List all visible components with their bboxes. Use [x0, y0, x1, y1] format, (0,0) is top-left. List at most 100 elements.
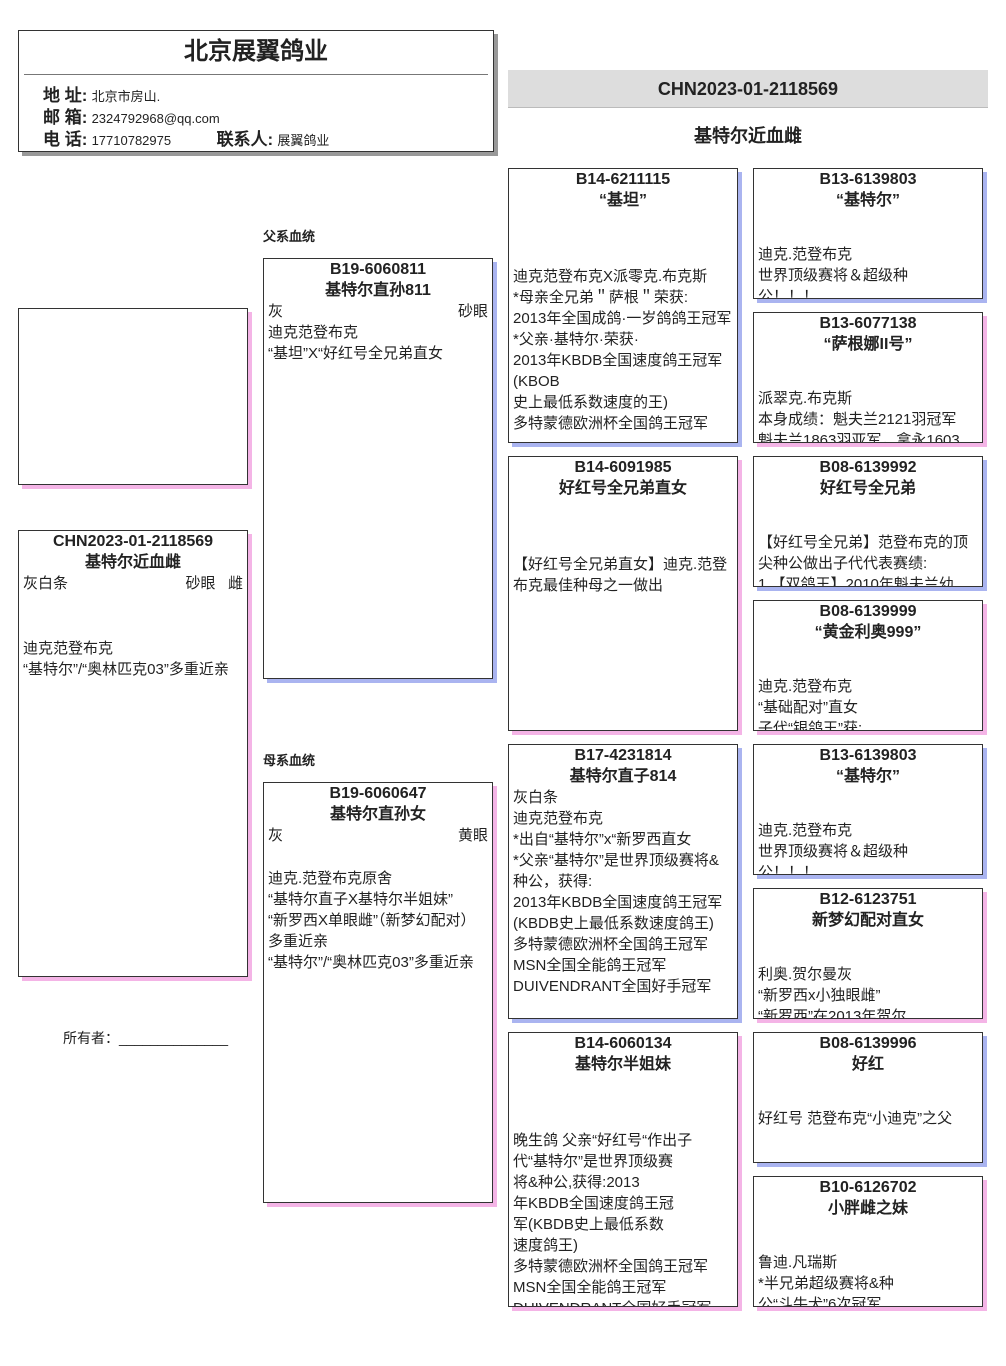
pigeon-main-card: CHN2023-01-2118569 基特尔近血雌 灰白条砂眼 雌 迪克范登布克…: [18, 530, 248, 977]
desc-line: “新罗西x小独眼雌”: [758, 987, 881, 1004]
great-card: B13-6139803“基特尔”迪克.范登布克世界顶级赛将＆超级种公！！！: [753, 744, 983, 875]
sex: 雌: [227, 575, 243, 592]
desc-line: “基特尔”/“奥林匹克03”多重近亲: [268, 954, 474, 971]
eye: 黄眼: [457, 827, 488, 844]
address: 北京市房山.: [91, 89, 161, 104]
great-card: B13-6077138“萨根娜II号”派翠克.布克斯本身成绩：魁夫兰2121羽冠…: [753, 312, 983, 443]
desc-line: 世界顶级赛将＆超级种: [758, 843, 909, 860]
breeder-header: 北京展翼鸽业 地 址: 北京市房山. 邮 箱: 2324792968@qq.co…: [18, 30, 494, 152]
desc-line: 军(KBDB史上最低系数: [513, 1216, 664, 1233]
great-card: B08-6139996 好红好红号 范登布克“小迪克”之父: [753, 1032, 983, 1163]
desc-line: 【好红号全兄弟直女】迪克.范登布克最佳种母之一做出: [513, 556, 728, 594]
pigeon-name: 新梦幻配对直女: [811, 912, 924, 929]
contact-label: 联系人:: [216, 130, 274, 149]
address-label: 地 址:: [43, 86, 88, 105]
dam-line-label: 母系血统: [263, 753, 316, 768]
desc-line: “基坦”X“好红号全兄弟直女: [268, 345, 443, 362]
desc-line: DUIVENDRANT全国好手冠军: [513, 978, 712, 995]
desc-line: 晚生鸽 父亲“好红号“作出子: [513, 1132, 693, 1149]
desc-line: 2013年KBDB全国速度鸽王冠军(KBOB: [513, 352, 723, 390]
dam-card: B19-6060647 基特尔直孙女 灰黄眼 迪克.范登布克原舍 “基特尔直子X…: [263, 782, 493, 1203]
color: 灰白条: [23, 575, 69, 592]
ring-number: B10-6126702: [819, 1179, 917, 1196]
grand-card: B14-6091985 好红号全兄弟直女【好红号全兄弟直女】迪克.范登布克最佳种母…: [508, 456, 738, 731]
owner-blank: ______________: [119, 1030, 229, 1046]
desc-line: 迪克范登布克X派零克.布克斯: [513, 268, 708, 285]
pigeon-name: 基特尔近血雌: [84, 554, 181, 571]
desc-line: MSN全国全能鸽王冠军: [513, 957, 667, 974]
eye: 砂眼: [457, 303, 488, 320]
desc-line: “基础配对”直女: [758, 699, 858, 716]
desc-line: 【好红号全兄弟】范登布克的顶尖种公做出子代代表赛绩:: [758, 534, 969, 572]
desc-line: 速度鸽王): [513, 1237, 578, 1254]
desc-line: 派翠克.布克斯: [758, 390, 853, 407]
desc-line: 迪克范登布克: [513, 810, 604, 827]
pigeon-name: 基特尔直子814: [569, 768, 677, 785]
pigeon-name: 基特尔直孙811: [325, 282, 431, 299]
ring-number: B19-6060811: [329, 261, 427, 278]
desc-line: 2013年全国成鸽·一岁鸽鸽王冠军: [513, 310, 732, 327]
pigeon-name: 好红: [851, 1056, 884, 1073]
phone-label: 电 话:: [43, 130, 88, 149]
pigeon-name: “萨根娜II号”: [823, 336, 913, 353]
pigeon-name: 基特尔直孙女: [329, 806, 426, 823]
desc-line: 代“基特尔”是世界顶级赛: [513, 1153, 673, 1170]
desc-line: 本身成绩：魁夫兰2121羽冠军: [758, 411, 957, 428]
pigeon-name: 好红号全兄弟直女: [558, 480, 687, 497]
great-card: B08-6139999“黄金利奥999”迪克.范登布克“基础配对”直女子代“银鸽…: [753, 600, 983, 731]
eye: 砂眼: [185, 575, 216, 592]
pigeon-name: “基坦”: [598, 192, 647, 209]
ring-number: B08-6139999: [819, 603, 917, 620]
desc-line: 将&种公,获得:2013: [513, 1174, 640, 1191]
desc-line: 魁夫兰1863羽亚军，拿永1603: [758, 432, 960, 443]
pigeon-name: “黄金利奥999”: [814, 624, 922, 641]
great-card: B13-6139803“基特尔”迪克.范登布克世界顶级赛将＆超级种公！！！: [753, 168, 983, 299]
desc-line: 公“斗牛犬”6次冠军: [758, 1296, 882, 1307]
desc-line: *父亲“基特尔”是世界顶级赛将&种公，获得:: [513, 852, 719, 890]
desc-line: 好红号 范登布克“小迪克”之父: [758, 1110, 953, 1127]
desc-line: 迪克.范登布克: [758, 822, 853, 839]
desc-line: 1.【双鸽王】2010年魁夫兰幼: [758, 576, 954, 587]
desc-line: 灰白条: [513, 789, 559, 806]
desc-line: 利奥.贺尔曼灰: [758, 966, 853, 983]
phone: 17710782975: [91, 133, 172, 148]
desc-line: MSN全国全能鸽王冠军: [513, 1279, 667, 1296]
desc-line: *半兄弟超级赛将&种: [758, 1275, 894, 1292]
pedigree-name-title: 基特尔近血雌: [694, 126, 802, 146]
ring-number: B13-6139803: [819, 747, 917, 764]
ring-number: B08-6139996: [819, 1035, 917, 1052]
ring-number: B17-4231814: [574, 747, 672, 764]
ring-number: B13-6139803: [819, 171, 917, 188]
ring-number: B14-6060134: [574, 1035, 672, 1052]
sire-card: B19-6060811 基特尔直孙811 灰砂眼 迪克范登布克 “基坦”X“好红…: [263, 258, 493, 679]
desc-line: 世界顶级赛将＆超级种: [758, 267, 909, 284]
pigeon-name: 好红号全兄弟: [819, 480, 916, 497]
grand-card: B14-6211115“基坦”迪克范登布克X派零克.布克斯*母亲全兄弟＂萨根＂荣…: [508, 168, 738, 443]
divider: [24, 74, 488, 75]
desc-line: 多特蒙德欧洲杯全国鸽王冠军: [513, 936, 709, 953]
pigeon-name: 小胖雌之妹: [827, 1200, 908, 1217]
ring-number: B14-6091985: [574, 459, 672, 476]
desc-line: 史上最低系数速度的王): [513, 394, 668, 411]
pigeon-name: 基特尔半姐妹: [574, 1056, 671, 1073]
desc-line: 迪克.范登布克: [758, 678, 853, 695]
ring-number: B12-6123751: [819, 891, 917, 908]
desc-line: DUIVENDRANT全国好手冠军: [513, 1298, 733, 1306]
desc-line: *母亲全兄弟＂萨根＂荣获:: [513, 289, 689, 306]
contact: 展翼鸽业: [277, 133, 330, 148]
pedigree-ring-banner: CHN2023-01-2118569: [508, 70, 988, 108]
color: 灰: [268, 303, 284, 320]
ring-number: CHN2023-01-2118569: [52, 533, 214, 550]
desc-line: 多特蒙德欧洲杯全国鸽王冠军: [513, 1258, 709, 1275]
email-label: 邮 箱:: [43, 108, 88, 127]
photo-box: [18, 308, 248, 485]
ring-number: B19-6060647: [329, 785, 427, 802]
breeder-title: 北京展翼鸽业: [184, 38, 328, 65]
desc-line: *父亲·基特尔·荣获·: [513, 331, 639, 348]
desc-line: “基特尔直子X基特尔半姐妹”: [268, 891, 453, 908]
desc-line: “新罗西X单眼雌”（新梦幻配对）多重近亲: [268, 912, 476, 950]
